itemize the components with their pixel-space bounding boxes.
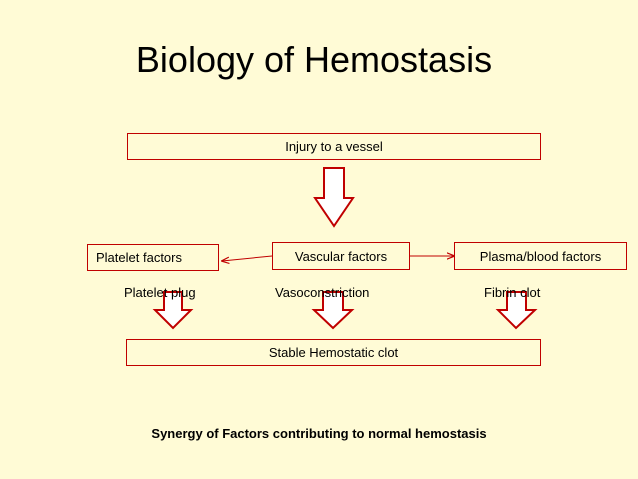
down-arrow-injury xyxy=(313,167,355,228)
injury-box: Injury to a vessel xyxy=(127,133,541,160)
vascular-factors-label: Vascular factors xyxy=(294,248,388,264)
fibrin-clot-label: Fibrin clot xyxy=(484,285,541,300)
footer-text: Synergy of Factors contributing to norma… xyxy=(151,426,487,441)
plasma-factors-box: Plasma/blood factors xyxy=(454,242,627,270)
stable-clot-box: Stable Hemostatic clot xyxy=(126,339,541,366)
down-arrow-vascular xyxy=(311,291,355,330)
down-arrow-platelet xyxy=(152,291,194,330)
plasma-factors-label: Plasma/blood factors xyxy=(479,248,602,264)
arrow-to-platelet xyxy=(222,255,273,261)
vasoconstriction-label: Vasoconstriction xyxy=(275,285,370,300)
down-arrow-plasma xyxy=(495,291,538,330)
injury-label: Injury to a vessel xyxy=(285,139,383,154)
vascular-factors-box: Vascular factors xyxy=(272,242,410,270)
stable-clot-label: Stable Hemostatic clot xyxy=(268,345,399,360)
footer-caption: Synergy of Factors contributing to norma… xyxy=(0,426,638,441)
page-title: Biology of Hemostasis xyxy=(135,39,493,80)
platelet-factors-box: Platelet factors xyxy=(87,244,219,271)
platelet-factors-label: Platelet factors xyxy=(96,250,182,265)
platelet-plug-label: Platelet plug xyxy=(124,285,196,300)
